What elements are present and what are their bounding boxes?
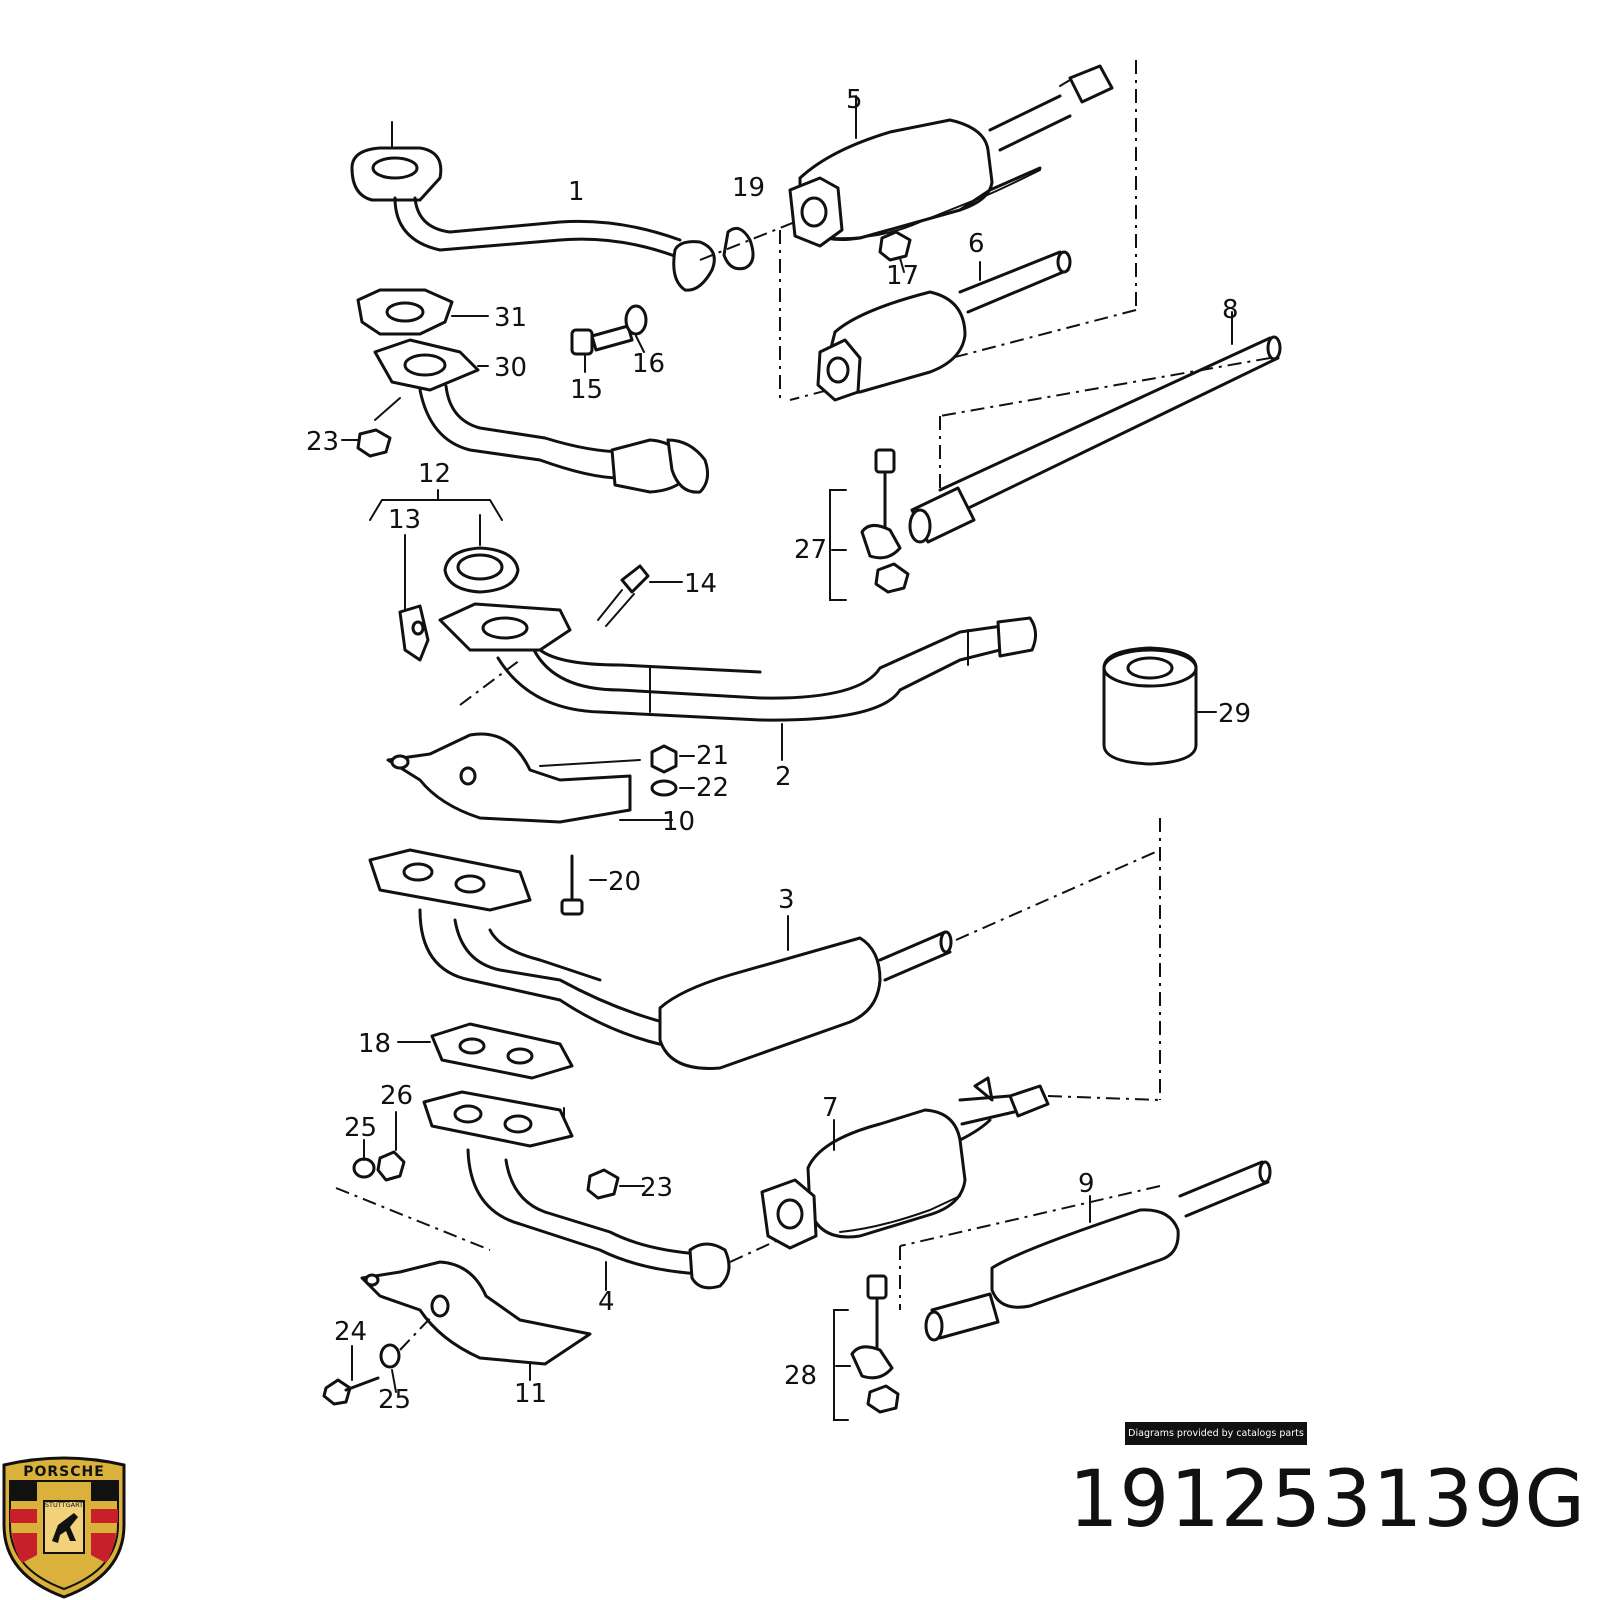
part-number: 191253139G [1068,1455,1586,1545]
part-15-bolt [570,324,634,373]
part-18-gasket [397,1022,574,1080]
callout-25-upper: 25 [344,1113,377,1143]
part-26-nut [376,1111,406,1182]
callout-22: 22 [696,773,729,803]
part-10-heat-shield [386,732,673,824]
part-23-nut-upper [341,397,401,458]
logo-city: STUTTGART [45,1501,83,1509]
callout-11: 11 [514,1379,547,1409]
callout-26: 26 [380,1081,413,1111]
part-27-clamp [829,448,910,601]
callout-28: 28 [784,1361,817,1391]
part-25-washer-lower [379,1309,439,1393]
part-6-pre-muffler [816,250,1072,402]
part-9-rear-muffler [899,1160,1272,1342]
part-4-manifold [422,1090,801,1291]
part-28-clamp [833,1274,900,1421]
part-23-nut-lower [563,1107,645,1200]
part-2-y-pipe [438,602,1037,761]
callout-15: 15 [570,375,603,405]
callout-23-lower: 23 [640,1173,673,1203]
callout-10: 10 [662,807,695,837]
logo-wordmark: PORSCHE [23,1464,105,1480]
callout-30: 30 [494,353,527,383]
part-3-manifold-muffler [368,818,1161,1100]
part-12-bracket [369,489,503,521]
part-14-stud [597,564,683,627]
callout-9: 9 [1078,1169,1095,1199]
part-16-washer [624,304,648,353]
callout-4: 4 [598,1287,615,1317]
callout-17: 17 [886,261,919,291]
callout-31: 31 [494,303,527,333]
porsche-crest-icon: PORSCHE STUTTGART [2,1456,126,1599]
part-20-bolt [560,854,607,916]
part-12-gasket-ring [443,514,520,594]
callout-16: 16 [632,349,665,379]
part-8-tailpipe [908,311,1282,544]
callout-5: 5 [846,85,863,115]
callout-2: 2 [775,762,792,792]
callout-3: 3 [778,885,795,915]
callout-1: 1 [568,177,585,207]
callout-19: 19 [732,173,765,203]
part-22-washer [650,779,695,797]
callout-8: 8 [1222,295,1239,325]
part-7-catalytic-converter [760,1076,1161,1250]
part-11-heat-shield [360,1260,592,1381]
part-17-nut [878,230,912,273]
callout-14: 14 [684,569,717,599]
part-24-bolt [322,1345,380,1406]
callout-18: 18 [358,1029,391,1059]
callout-13: 13 [388,505,421,535]
part-31-gasket [356,288,489,336]
part-1-front-pipe [350,121,716,292]
part-21-nut [650,744,695,774]
part-25-washer-upper [352,1139,376,1179]
callout-12: 12 [418,459,451,489]
part-19-ring [699,195,861,271]
callout-29: 29 [1218,699,1251,729]
part-5-catalytic-converter [779,64,1114,400]
part-13-clip [398,534,430,662]
callout-23-upper: 23 [306,427,339,457]
callout-20: 20 [608,867,641,897]
callout-labels: 1 2 3 4 5 6 7 8 9 10 11 12 13 14 15 16 1… [306,85,1251,1415]
callout-25-lower: 25 [378,1385,411,1415]
callout-7: 7 [822,1093,839,1123]
callout-21: 21 [696,741,729,771]
callout-24: 24 [334,1317,367,1347]
callout-27: 27 [794,535,827,565]
part-29-sleeve [1102,646,1217,766]
callout-6: 6 [968,229,985,259]
leader-25-26 [335,1187,491,1251]
part-30-flange-pipe [373,338,710,494]
diagram-credit-badge: Diagrams provided by catalogs parts [1125,1422,1307,1445]
